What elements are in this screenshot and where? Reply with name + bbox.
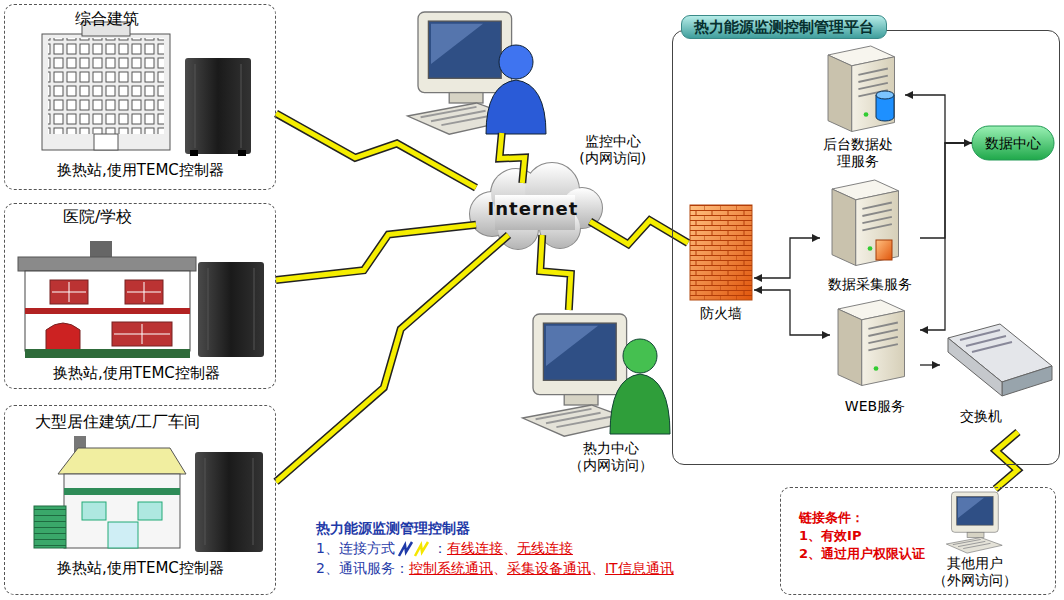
bolt-outline <box>499 133 524 183</box>
connector-line <box>754 238 820 278</box>
legend-text: 无线连接 <box>517 540 573 556</box>
external-user-box: 链接条件： 1、有效IP 2、通过用户权限认证其他用户 （外网访问） <box>780 487 1056 595</box>
connector-line <box>920 143 972 330</box>
node-text: 热力能源监测控制管理平台 <box>681 15 887 39</box>
arrowhead <box>812 234 820 242</box>
connector-line <box>920 143 972 238</box>
data-center: 数据中心 <box>972 126 1054 160</box>
node-text: 1、有效IP <box>799 528 861 544</box>
legend-text: 1、连接方式 <box>316 540 395 556</box>
arrowhead <box>920 326 928 334</box>
building-box: 综合建筑换热站,使用TEMC控制器 <box>4 4 276 190</box>
node-text: Internet <box>468 175 598 243</box>
wireless-link <box>499 133 524 183</box>
arrowhead <box>754 274 762 282</box>
bolt <box>499 133 524 183</box>
bolt <box>540 235 571 310</box>
node-text: 换热站,使用TEMC控制器 <box>53 364 220 382</box>
bolt <box>995 432 1018 489</box>
wireless-link <box>276 235 509 482</box>
node-text: WEB服务 <box>833 398 917 415</box>
arrowhead <box>932 361 940 369</box>
bolt-outline <box>995 432 1018 489</box>
node-text: 防火墙 <box>693 305 749 322</box>
bolt <box>276 225 476 280</box>
node-text: 后台数据处理服务 <box>820 136 894 170</box>
legend-text: 有线连接 <box>447 540 503 556</box>
firewall: 防火墙 <box>688 203 754 328</box>
arrowhead <box>822 331 830 339</box>
server: 后台数据处理服务 <box>810 48 905 173</box>
bolt-outline <box>590 220 688 244</box>
node-text: 链接条件： <box>799 510 864 526</box>
node-text: 热力中心 （内网访问） <box>568 440 655 474</box>
wireless-link <box>590 220 688 244</box>
arrowhead <box>905 91 913 99</box>
bolt-outline <box>276 113 476 187</box>
legend-text: 2、通讯服务： <box>316 560 409 576</box>
legend-row: 1、连接方式 ：有线连接、无线连接 <box>316 538 674 558</box>
connection-icon <box>397 541 431 557</box>
legend-text: 、 <box>591 560 605 576</box>
connector <box>920 361 940 369</box>
bolt-outline <box>276 235 509 482</box>
server: WEB服务 <box>830 298 920 422</box>
bolt <box>590 220 688 244</box>
connector <box>905 91 972 143</box>
connector-line <box>754 290 830 335</box>
external-user: 其他用户 （外网访问） <box>925 489 1025 593</box>
legend-text: 控制系统通讯 <box>409 560 493 576</box>
legend-text: 热力能源监测管理控制器1、连接方式：有线连接、无线连接2、通讯服务：控制系统通讯… <box>316 518 674 578</box>
bolt-outline <box>276 225 476 280</box>
legend-text: 热力能源监测管理控制器 <box>316 520 470 536</box>
node-text: 数据采集服务 <box>821 276 919 293</box>
node-text: 其他用户 （外网访问） <box>932 555 1019 589</box>
node-text: 大型居住建筑/工厂车间 <box>35 412 200 431</box>
bolt <box>276 113 476 187</box>
wireless-link <box>276 225 476 280</box>
wireless-link <box>995 432 1018 489</box>
legend-text: 、 <box>493 560 507 576</box>
heat-center: 热力中心 （内网访问） <box>520 310 670 438</box>
monitor-center: 监控中心 (内网访问) <box>405 8 550 133</box>
legend-text: 、 <box>503 540 517 556</box>
connector-line <box>905 95 972 143</box>
bolt-icon <box>415 542 428 556</box>
internet-cloud: Internet <box>468 175 598 243</box>
node-text: 交换机 <box>960 408 1002 425</box>
node-text: 换热站,使用TEMC控制器 <box>57 559 224 577</box>
wireless-link <box>540 235 571 310</box>
building-box: 医院/学校换热站,使用TEMC控制器 <box>4 203 276 389</box>
server: 数据采集服务 <box>820 178 920 298</box>
bolt <box>276 235 509 482</box>
node-text: 换热站,使用TEMC控制器 <box>57 161 224 179</box>
legend-row: 2、通讯服务：控制系统通讯、采集设备通讯、IT信息通讯 <box>316 558 674 578</box>
switch: 交换机 <box>940 318 1052 432</box>
connector <box>920 143 972 334</box>
legend-text: 采集设备通讯 <box>507 560 591 576</box>
legend-text: IT信息通讯 <box>605 560 674 576</box>
building-box: 大型居住建筑/工厂车间换热站,使用TEMC控制器 <box>4 405 276 595</box>
connector <box>754 234 820 282</box>
bolt-icon <box>399 542 412 556</box>
connector <box>920 139 972 238</box>
connector <box>754 286 830 339</box>
node-text: 2、通过用户权限认证 <box>799 546 925 562</box>
wireless-link <box>276 113 476 187</box>
node-text: 数据中心 <box>972 126 1054 160</box>
platform-panel: 热力能源监测控制管理平台后台数据处理服务数据中心数据采集服务防火墙WEB服务交换… <box>672 30 1060 465</box>
bolt-outline <box>540 235 571 310</box>
node-text: 综合建筑 <box>75 9 139 28</box>
node-text: 医院/学校 <box>63 207 132 226</box>
node-text: 监控中心 (内网访问) <box>575 133 651 167</box>
arrowhead <box>754 286 762 294</box>
legend-text: ： <box>433 540 447 556</box>
legend-row: 热力能源监测管理控制器 <box>316 518 674 538</box>
